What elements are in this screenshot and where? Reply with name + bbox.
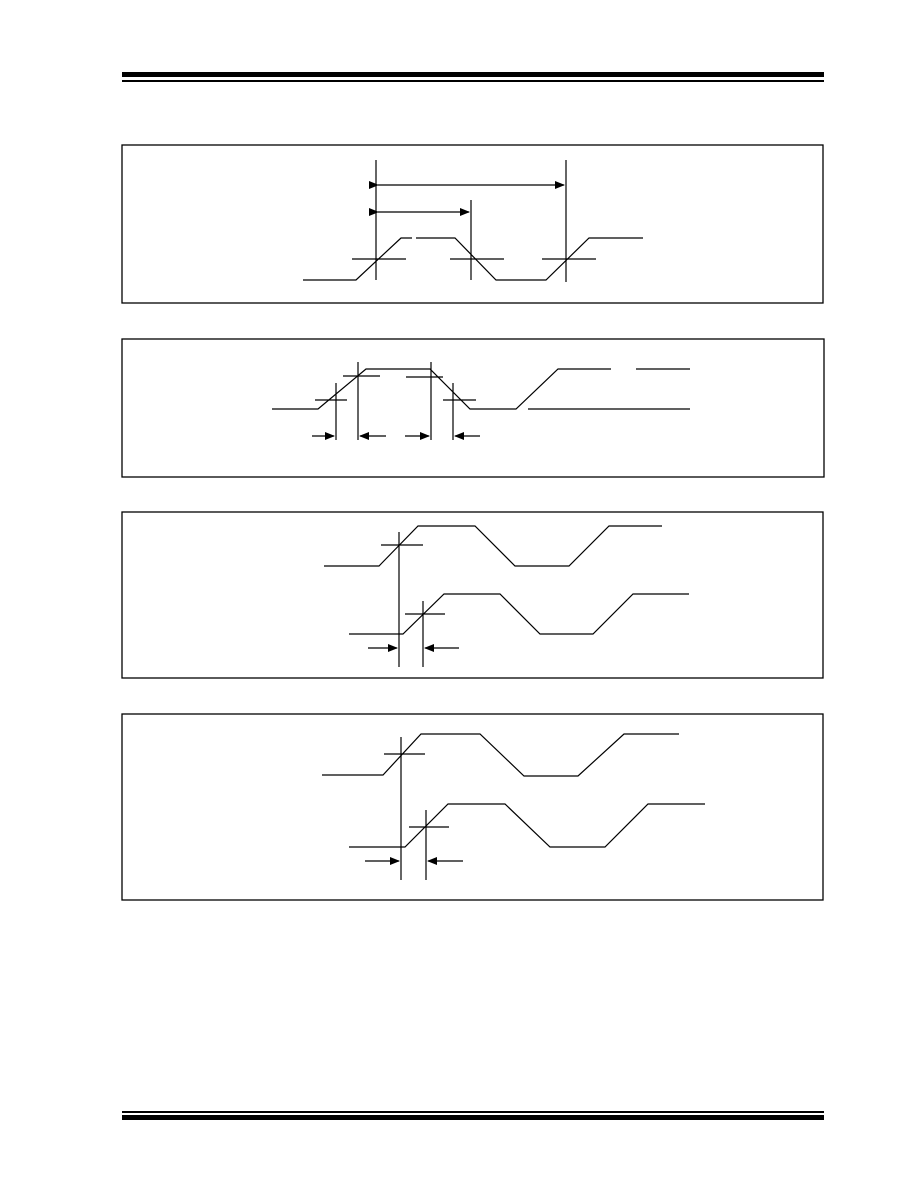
figure-1-frame xyxy=(121,144,824,304)
figure-3-frame xyxy=(121,511,824,679)
footer-rule-thin xyxy=(122,1111,824,1113)
figure-skew-a xyxy=(121,511,824,679)
input-waveform xyxy=(324,525,662,567)
header-rule-thick xyxy=(122,72,824,77)
input-waveform-b xyxy=(322,733,679,777)
footer-rule-thick xyxy=(122,1115,824,1120)
figure-period xyxy=(121,144,824,304)
header-rule-thin xyxy=(122,80,824,82)
output-waveform xyxy=(349,593,689,635)
figure-skew-b xyxy=(121,713,824,901)
figure-2-frame xyxy=(121,338,825,478)
figure-4-frame xyxy=(121,713,824,901)
figure-rise-fall xyxy=(121,338,825,478)
output-waveform-b xyxy=(349,803,705,848)
rise-fall-waveform xyxy=(272,368,611,410)
